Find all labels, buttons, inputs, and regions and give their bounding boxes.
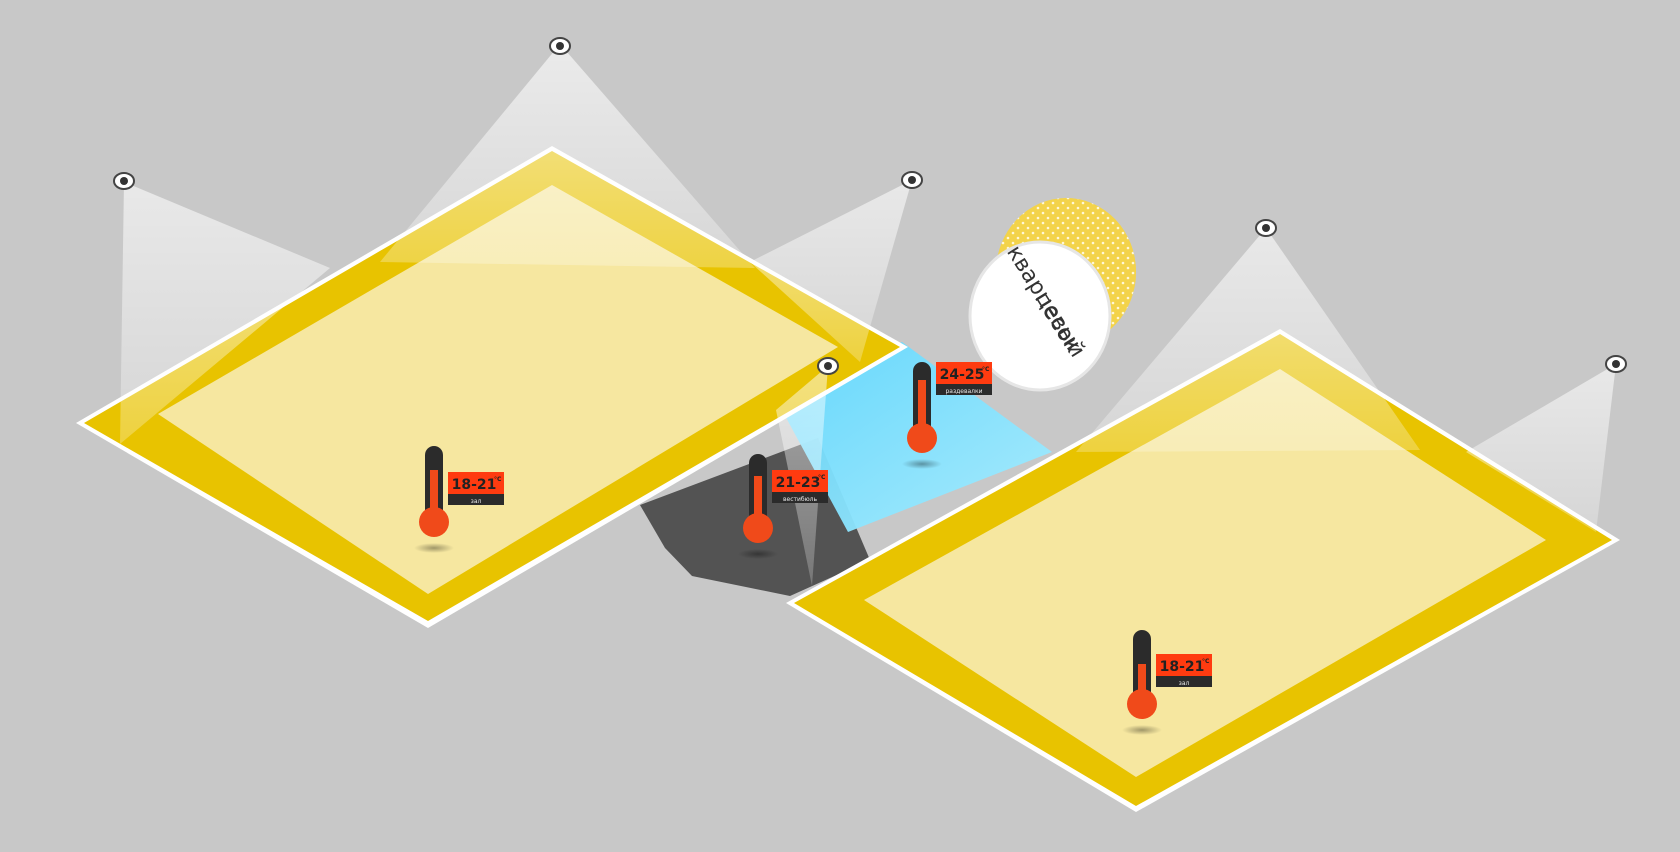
lamp-icon [1255,219,1277,237]
thermometer-locker-room: 24-25 °C раздевалки [902,362,992,469]
thermometer-icon [419,507,449,537]
light-beam [750,180,912,362]
thermometer-icon [743,513,773,543]
temperature-range: 18-21 [452,477,497,493]
thermometer-icon [1127,689,1157,719]
light-beam [1466,364,1616,532]
lamp-icon [1605,355,1627,373]
room-label: зал [471,498,482,505]
temperature-range: 18-21 [1160,659,1205,675]
thermometer-vestibule: 21-23 °C вестибюль [738,454,828,559]
lamp-icon [817,357,839,375]
temperature-unit: °C [982,366,990,373]
ceiling-lamps [113,37,1627,375]
thermometer-hall-right: 18-21 °C зал [1122,630,1212,735]
light-beams [120,44,1616,586]
light-beam [380,44,755,268]
temperature-unit: °C [494,476,502,483]
temperature-unit: °C [1202,658,1210,665]
temperature-range: 21-23 [776,475,821,491]
temperature-range: 24-25 [940,367,985,383]
room-label: вестибюль [783,496,818,503]
thermometer-icon [907,423,937,453]
temperature-unit: °C [818,474,826,481]
lamp-icon [901,171,923,189]
light-beam [120,182,330,444]
light-beam [1076,228,1420,452]
sand-cylinder-face [968,240,1112,392]
room-label: зал [1179,680,1190,687]
thermometer-hall-left: 18-21 °C зал [414,446,504,553]
room-label: раздевалки [945,388,982,395]
lamp-icon [549,37,571,55]
quartz-sand-cylinder: кварцевый песок [968,198,1136,392]
lamp-icon [113,172,135,190]
